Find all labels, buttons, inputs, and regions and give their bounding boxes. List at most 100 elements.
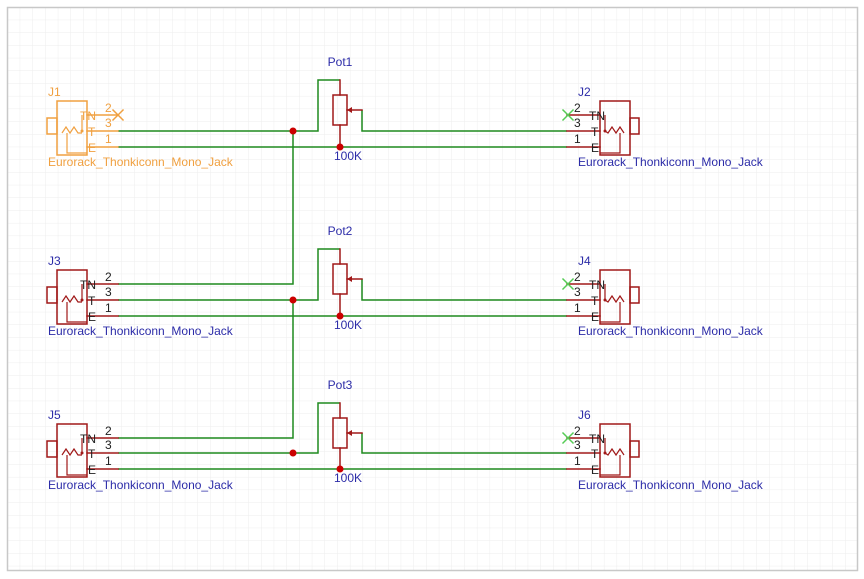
pin-num-e: 1 [105,454,112,468]
jack-reference: J1 [48,85,61,99]
wire-wiper-to-output[interactable] [361,433,567,454]
wire-normal-chain[interactable] [118,300,294,439]
pin-num-e: 1 [105,132,112,146]
pin-name-t: T [88,294,96,308]
pin-name-e: E [591,310,599,324]
wire-wiper-to-output[interactable] [361,279,567,301]
jack-sleeve [46,440,58,458]
jack-tip-spring [604,447,625,457]
jack-switch-contact [80,298,84,302]
pot-pot1[interactable]: Pot1 100K [328,55,363,163]
no-connect-icon [561,431,575,445]
jack-sleeve-contact [66,302,87,323]
jack-switch-contact [603,129,607,133]
pin-num-t: 3 [105,116,112,130]
jack-reference: J5 [48,408,61,422]
wire-wiper-to-output[interactable] [361,110,567,132]
junction-dot [289,296,297,304]
junction-dot [289,127,297,135]
pin-name-e: E [88,463,96,477]
pin-num-tn: 2 [574,270,581,284]
pot-pot3[interactable]: Pot3 100K [328,378,363,485]
junction-dot [289,449,297,457]
no-connect-stroke [561,277,575,291]
pin-name-tn: TN [589,278,605,292]
jack-reference: J4 [578,254,591,268]
pin-num-tn: 2 [105,270,112,284]
pin-num-e: 1 [574,454,581,468]
pin-name-e: E [591,463,599,477]
pin-num-e: 1 [574,132,581,146]
pin-num-e: 1 [574,301,581,315]
pin-num-tn: 2 [105,101,112,115]
pot-wiper-arrow [347,107,352,113]
jack-sleeve [629,440,640,458]
jack-sleeve-contact [600,133,621,154]
sheet-border [6,6,859,572]
jack-switch-contact [603,298,607,302]
pin-name-e: E [88,310,96,324]
jack-tip-spring [604,125,625,135]
pot-wiper-arrow [347,430,352,436]
pin-name-t: T [88,125,96,139]
no-connect-stroke [111,108,125,122]
pin-name-t: T [591,294,599,308]
jack-tip-spring [61,447,82,457]
junctions [289,127,344,473]
jack-reference: J3 [48,254,61,268]
grid [7,7,857,570]
jack-switch-contact [80,129,84,133]
jack-reference: J6 [578,408,591,422]
jack-sleeve-contact [600,302,621,323]
pot-value: 100K [334,149,362,163]
pin-name-tn: TN [589,432,605,446]
pot-value: 100K [334,471,362,485]
jack-sleeve-contact [66,133,87,154]
wire-tip-to-pot[interactable] [118,248,340,301]
jack-value: Eurorack_Thonkiconn_Mono_Jack [48,324,234,338]
jack-sleeve-contact [66,455,87,476]
pot-value: 100K [334,318,362,332]
junction-dot [336,465,344,473]
pin-num-tn: 2 [574,424,581,438]
no-connect-icon [561,108,575,122]
no-connect-stroke [561,108,575,122]
jack-sleeve-contact [600,455,621,476]
wire-tip-to-pot[interactable] [118,402,340,454]
wire-normal-chain[interactable] [118,131,294,285]
pin-name-t: T [591,125,599,139]
jack-switch-contact [603,451,607,455]
pin-num-t: 3 [574,285,581,299]
no-connect-icon [111,108,125,122]
pin-num-e: 1 [105,301,112,315]
pin-name-tn: TN [80,109,96,123]
pin-name-e: E [591,141,599,155]
pot-wiper-arrow [347,276,352,282]
jack-value: Eurorack_Thonkiconn_Mono_Jack [48,478,234,492]
pin-name-tn: TN [80,278,96,292]
jack-value: Eurorack_Thonkiconn_Mono_Jack [578,324,764,338]
no-connect-icon [561,277,575,291]
pin-name-tn: TN [80,432,96,446]
pin-name-tn: TN [589,109,605,123]
jack-value: Eurorack_Thonkiconn_Mono_Jack [48,155,234,169]
jack-value: Eurorack_Thonkiconn_Mono_Jack [578,478,764,492]
pin-num-t: 3 [574,438,581,452]
wire-tip-to-pot[interactable] [118,79,340,132]
symbols: Pot1100KTNTE231J1Eurorack_Thonkiconn_Mon… [46,55,764,492]
junction-dot [336,312,344,320]
pin-name-t: T [88,447,96,461]
jack-switch-contact [80,451,84,455]
pot-reference: Pot1 [328,55,353,69]
pot-reference: Pot3 [328,378,353,392]
pin-num-t: 3 [105,438,112,452]
pin-name-e: E [88,141,96,155]
